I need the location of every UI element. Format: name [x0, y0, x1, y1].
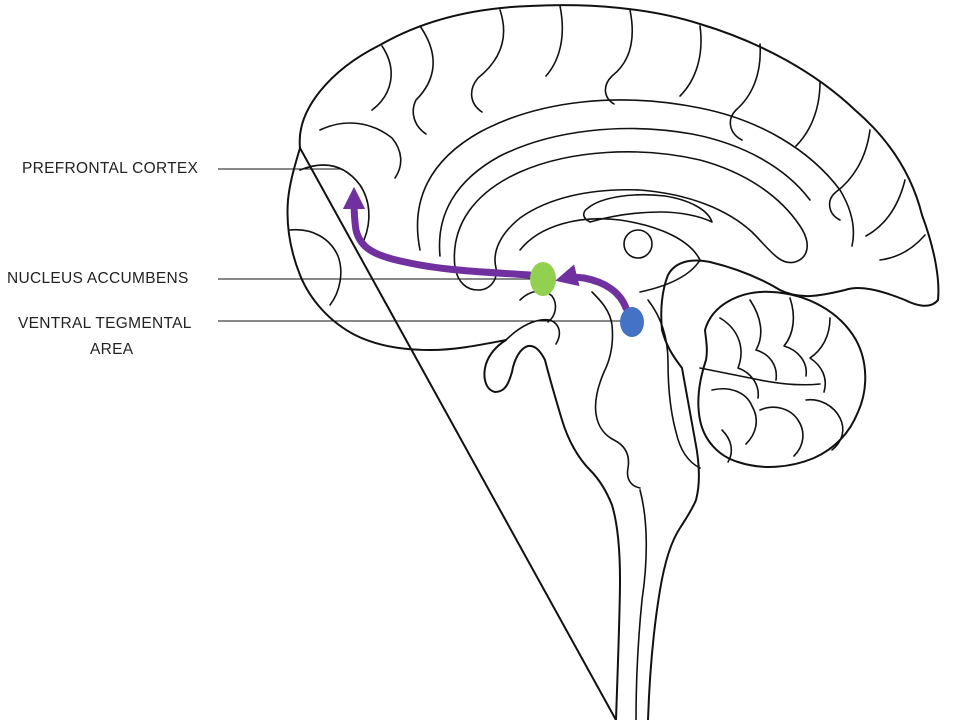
fold-14: [879, 234, 926, 261]
medulla-line: [635, 489, 648, 721]
cerebrum-outline: [286, 4, 940, 721]
cerebellum-fold-6: [759, 406, 804, 457]
cerebellum-fold-7: [805, 398, 844, 451]
corpus-callosum: [453, 151, 808, 291]
mesocortical-pathway-arrow: [342, 186, 534, 279]
ventral-tegmental-area-label-line1: VENTRAL TEGMENTAL: [18, 315, 192, 332]
cerebellum-fold-8: [721, 429, 733, 463]
fold-11: [795, 81, 821, 147]
cerebellum-fold-3: [783, 297, 808, 377]
fold-8: [604, 9, 634, 105]
prefrontal-cortex-label: PREFRONTAL CORTEX: [22, 160, 199, 177]
fold-13: [865, 179, 906, 237]
fold-10: [729, 43, 762, 141]
cerebellum-arbor: [699, 367, 821, 386]
fornix: [582, 193, 713, 223]
fold-12: [828, 129, 871, 221]
nucleus-accumbens-marker: [530, 262, 556, 296]
hypothalamus: [505, 318, 561, 345]
fold-2: [299, 164, 370, 241]
cingulate-gyrus: [416, 99, 855, 251]
fold-6: [470, 9, 505, 113]
fold-9: [679, 25, 702, 97]
septum: [519, 290, 557, 323]
ventral-tegmental-area-label-line2: AREA: [90, 341, 134, 358]
cerebellum-fold-4: [809, 317, 831, 393]
thalamus: [519, 217, 701, 293]
interthalamic-adhesion: [623, 229, 653, 259]
fold-3: [289, 229, 342, 306]
cingulate-sulcus: [438, 127, 811, 257]
vta-marker: [620, 307, 644, 337]
fold-1: [319, 122, 402, 179]
cerebellum-fold-2: [749, 299, 778, 381]
mesolimbic-pathway-arrow: [555, 264, 630, 312]
cerebellum-fold-1: [719, 317, 760, 399]
fold-5: [412, 25, 434, 135]
cerebellum: [697, 290, 867, 468]
nucleus-accumbens-label: NUCLEUS ACCUMBENS: [7, 270, 189, 287]
fold-4: [371, 45, 392, 111]
cerebellum-fold-5: [711, 388, 758, 445]
pons-outline: [647, 299, 701, 469]
fold-7: [545, 5, 564, 77]
midbrain-outline: [591, 291, 641, 489]
